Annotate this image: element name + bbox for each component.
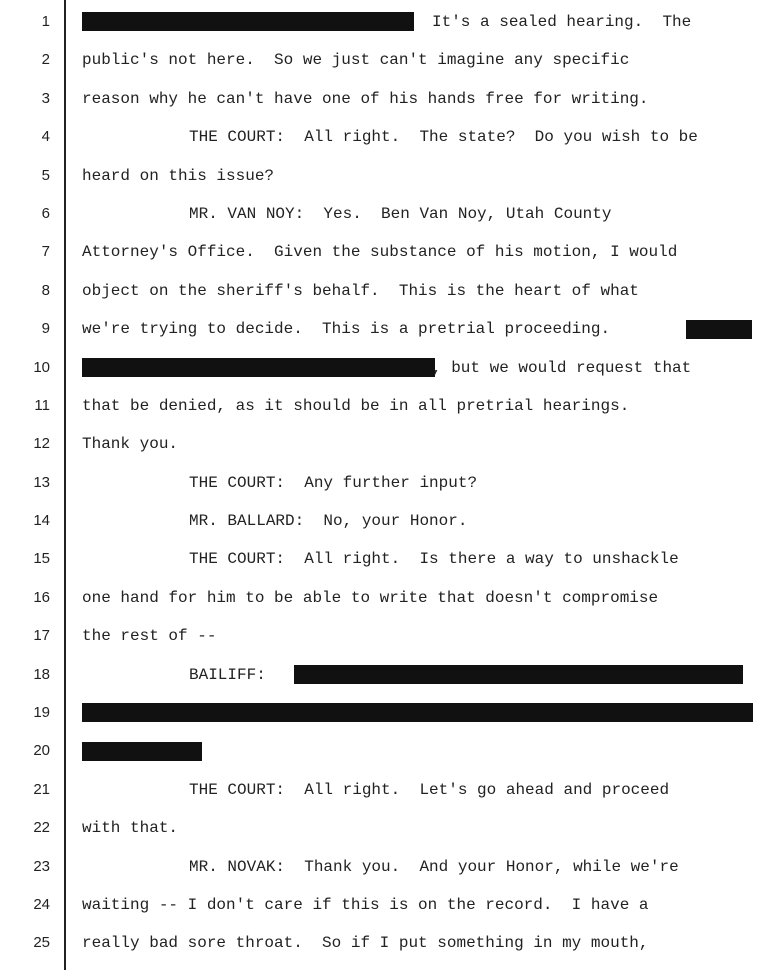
line-number: 9 [41,320,50,337]
transcript-line: 4 THE COURT: All right. The state? Do yo… [0,117,761,155]
transcript-line: 8 object on the sheriff's behalf. This i… [0,271,761,309]
line-number: 10 [33,359,50,376]
line-number: 2 [41,51,50,68]
transcript-line: 2 public's not here. So we just can't im… [0,40,761,78]
transcript-line: 17 the rest of -- [0,616,761,654]
transcript-line: 6 MR. VAN NOY: Yes. Ben Van Noy, Utah Co… [0,194,761,232]
redaction-bar [82,358,435,377]
line-text: THE COURT: All right. Let's go ahead and… [189,781,670,799]
line-text: MR. NOVAK: Thank you. And your Honor, wh… [189,858,679,876]
transcript-line: 13 THE COURT: Any further input? [0,463,761,501]
line-text: reason why he can't have one of his hand… [82,90,649,108]
line-text: Attorney's Office. Given the substance o… [82,243,678,261]
transcript-line: 24 waiting -- I don't care if this is on… [0,885,761,923]
line-number: 3 [41,90,50,107]
line-number: 1 [41,13,50,30]
redaction-bar [82,703,753,722]
line-text: object on the sheriff's behalf. This is … [82,282,639,300]
transcript-line: 16 one hand for him to be able to write … [0,578,761,616]
line-text: THE COURT: All right. Is there a way to … [189,550,679,568]
line-text: THE COURT: All right. The state? Do you … [189,128,698,146]
line-number: 6 [41,205,50,222]
line-number: 20 [33,742,50,759]
redaction-bar [82,742,202,761]
redaction-bar [686,320,752,339]
line-text: public's not here. So we just can't imag… [82,51,630,69]
line-number: 17 [33,627,50,644]
transcript-line: 12 Thank you. [0,424,761,462]
line-number: 12 [33,435,50,452]
line-number: 25 [33,934,50,951]
transcript-line: 19 [0,693,761,731]
transcript-line: 22 with that. [0,808,761,846]
line-number: 11 [34,397,50,414]
line-text: the rest of -- [82,627,217,645]
transcript-line: 11 that be denied, as it should be in al… [0,386,761,424]
transcript-line: 18 BAILIFF: [0,655,761,693]
line-text: THE COURT: Any further input? [189,474,478,492]
line-number: 5 [41,167,50,184]
line-text: , but we would request that [432,359,692,377]
line-text: with that. [82,819,179,837]
redaction-bar [294,665,743,684]
line-text: MR. BALLARD: No, your Honor. [189,512,468,530]
line-number: 24 [33,896,50,913]
transcript-line: 21 THE COURT: All right. Let's go ahead … [0,770,761,808]
transcript-line: 20 [0,731,761,769]
transcript-line: 7 Attorney's Office. Given the substance… [0,232,761,270]
line-text: one hand for him to be able to write tha… [82,589,659,607]
line-number: 14 [33,512,50,529]
line-number: 13 [33,474,50,491]
line-text: that be denied, as it should be in all p… [82,397,630,415]
line-text: Thank you. [82,435,179,453]
line-text: It's a sealed hearing. The [432,13,692,31]
transcript-line: 3 reason why he can't have one of his ha… [0,79,761,117]
line-number: 8 [41,282,50,299]
line-number: 16 [33,589,50,606]
line-number: 19 [33,704,50,721]
transcript-line: 10 , but we would request that [0,348,761,386]
transcript-line: 23 MR. NOVAK: Thank you. And your Honor,… [0,847,761,885]
transcript-line: 15 THE COURT: All right. Is there a way … [0,539,761,577]
redaction-bar [82,12,414,31]
line-text: waiting -- I don't care if this is on th… [82,896,649,914]
transcript-line: 1 It's a sealed hearing. The [0,2,761,40]
line-number: 22 [33,819,50,836]
margin-rule [64,0,66,970]
line-number: 4 [41,128,50,145]
transcript-line: 5 heard on this issue? [0,156,761,194]
line-number: 15 [33,550,50,567]
line-number: 18 [33,666,50,683]
line-text: BAILIFF: [189,666,266,684]
line-number: 7 [41,243,50,260]
line-text: we're trying to decide. This is a pretri… [82,320,611,338]
line-text: heard on this issue? [82,167,275,185]
transcript-line: 9 we're trying to decide. This is a pret… [0,309,761,347]
line-text: MR. VAN NOY: Yes. Ben Van Noy, Utah Coun… [189,205,612,223]
transcript-line: 14 MR. BALLARD: No, your Honor. [0,501,761,539]
line-number: 21 [33,781,50,798]
transcript-line: 25 really bad sore throat. So if I put s… [0,923,761,961]
line-text: really bad sore throat. So if I put some… [82,934,649,952]
line-number: 23 [33,858,50,875]
